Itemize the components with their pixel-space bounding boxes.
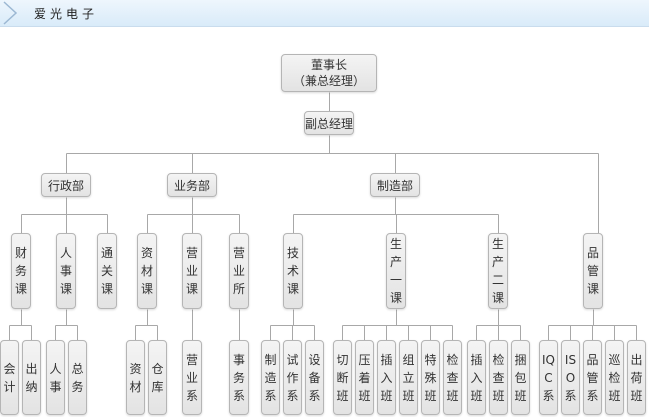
- section-technology: 技术课: [283, 233, 303, 309]
- chairman-node: 董事长 （兼总经理）: [281, 54, 377, 92]
- group-shipping-team: 出荷班: [627, 340, 646, 415]
- group-business: 营业系: [182, 340, 202, 415]
- chairman-label: 董事长: [310, 58, 347, 72]
- deputy-gm-node: 副总经理: [304, 111, 354, 135]
- section-quality: 品管课: [583, 233, 603, 309]
- group-accounting: 会计: [0, 340, 19, 415]
- group-equipment-system: 设备系: [305, 340, 324, 415]
- group-warehouse: 仓库: [148, 340, 167, 415]
- group-inspection-team: 检查班: [443, 340, 462, 415]
- section-business: 营业课: [182, 233, 202, 309]
- chairman-note: （兼总经理）: [292, 74, 365, 88]
- group-prototype-system: 试作系: [283, 340, 302, 415]
- section-hr: 人事课: [56, 233, 76, 309]
- section-materials: 资材课: [137, 233, 157, 309]
- group-iso: ISO系: [561, 340, 580, 415]
- group-manufacturing-system: 制造系: [261, 340, 280, 415]
- group-insertion-team-2: 插入班: [467, 340, 486, 415]
- group-assembly-team: 组立班: [399, 340, 418, 415]
- group-materials: 资材: [126, 340, 145, 415]
- group-iqc: IQC系: [539, 340, 558, 415]
- title-bar: 爱光电子: [0, 0, 649, 27]
- group-office-affairs: 事务系: [229, 340, 249, 415]
- group-general-affairs: 总务: [68, 340, 87, 415]
- group-qc-system: 品管系: [583, 340, 602, 415]
- dept-manufacturing: 制造部: [370, 173, 420, 197]
- page-title: 爱光电子: [34, 7, 99, 21]
- section-production-2: 生产二课: [488, 233, 508, 309]
- group-packing-team: 捆包班: [511, 340, 530, 415]
- section-production-1: 生产一课: [386, 233, 406, 309]
- chevron-right-icon: [3, 1, 18, 25]
- group-inspection-team-2: 检查班: [489, 340, 508, 415]
- group-cashier: 出纳: [22, 340, 41, 415]
- group-crimping-team: 压着班: [355, 340, 374, 415]
- group-cutting-team: 切断班: [333, 340, 352, 415]
- group-patrol-inspection: 巡检班: [605, 340, 624, 415]
- section-sales-office: 营业所: [229, 233, 249, 309]
- section-finance: 财务课: [11, 233, 31, 309]
- group-insertion-team: 插入班: [377, 340, 396, 415]
- section-customs: 通关课: [97, 233, 117, 309]
- group-special-team: 特殊班: [421, 340, 440, 415]
- dept-admin: 行政部: [41, 173, 91, 197]
- group-personnel: 人事: [46, 340, 65, 415]
- dept-sales: 业务部: [167, 173, 217, 197]
